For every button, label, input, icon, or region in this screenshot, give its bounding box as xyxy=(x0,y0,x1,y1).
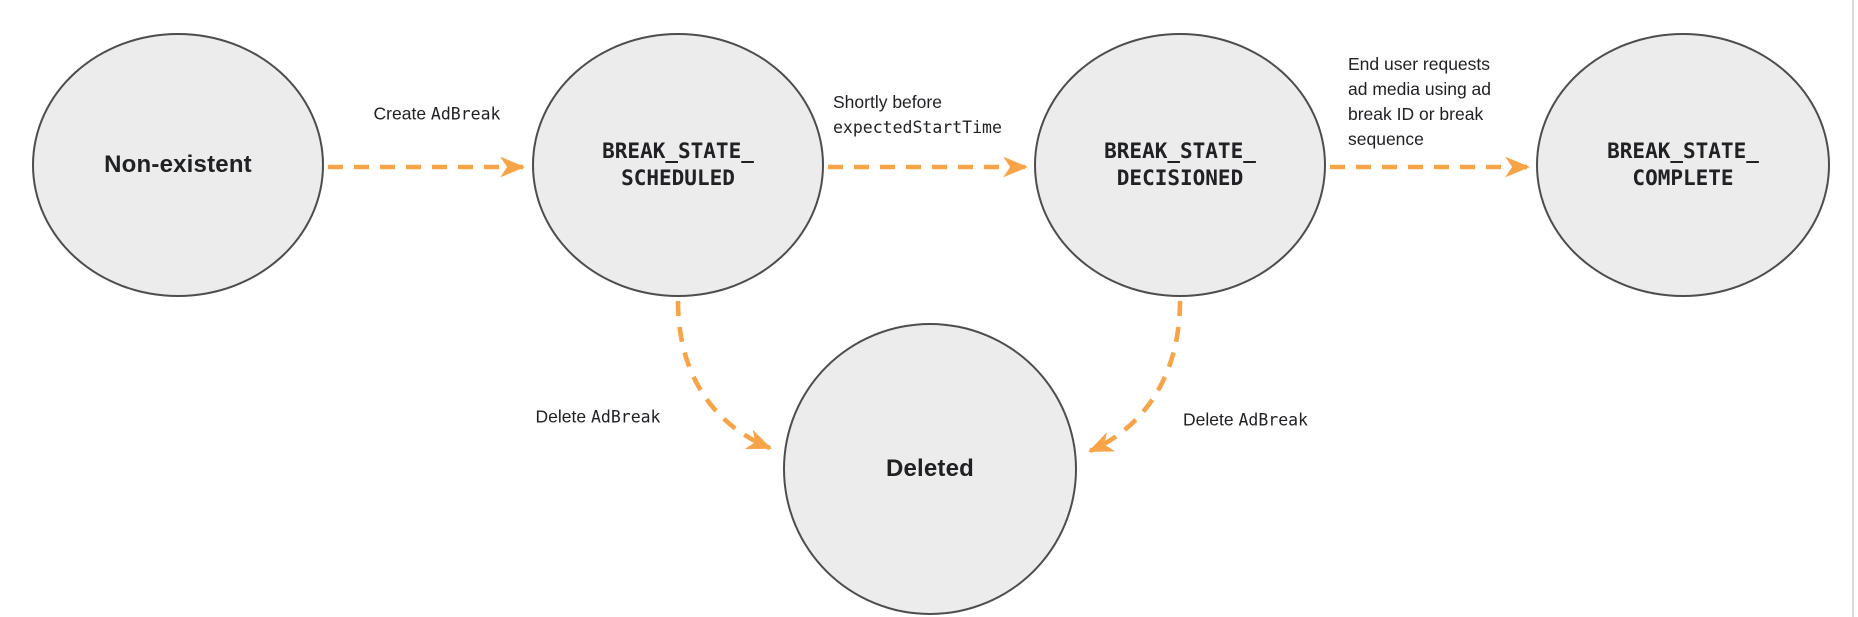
state-node-label: Non-existent xyxy=(104,151,252,178)
edge-label-delete-adbreak-from-decisioned: Delete AdBreak xyxy=(1183,408,1308,433)
transition-arrow-delete-adbreak-from-scheduled xyxy=(675,300,772,451)
edge-label-text-line: break ID or break xyxy=(1348,104,1484,124)
edge-label-create-adbreak: Create AdBreak xyxy=(374,102,501,127)
edge-label-text: Shortly before xyxy=(833,92,942,112)
state-node-label-line: BREAK_STATE_ xyxy=(602,139,754,163)
state-node-label-line: DECISIONED xyxy=(1116,166,1244,190)
edge-label-delete-adbreak-from-scheduled: Delete AdBreak xyxy=(536,405,661,430)
state-node-label: Deleted xyxy=(885,455,975,482)
edge-label-text-line: ad media using ad xyxy=(1348,79,1492,99)
page-right-edge-line xyxy=(1852,0,1854,617)
edge-label-code-text: AdBreak xyxy=(1238,410,1308,430)
state-node-non-existent: Non-existent xyxy=(32,33,324,297)
state-node-break-state-decisioned: BREAK_STATE_ DECISIONED xyxy=(1034,33,1326,297)
edge-label-text: Delete xyxy=(535,406,591,427)
edge-label-code-text: AdBreak xyxy=(430,104,501,124)
transition-arrow-delete-adbreak-from-decisioned xyxy=(1088,300,1183,454)
edge-label-end-user-requests-ad-media: End user requests ad media using ad brea… xyxy=(1348,52,1491,152)
state-node-label-line: BREAK_STATE_ xyxy=(1607,139,1759,163)
edge-label-code-text: AdBreak xyxy=(590,407,661,427)
state-node-label-line: COMPLETE xyxy=(1632,166,1734,190)
state-node-deleted: Deleted xyxy=(783,323,1077,615)
state-node-label-line: SCHEDULED xyxy=(621,166,735,190)
edge-label-text: Create xyxy=(373,103,431,124)
state-node-label-line: BREAK_STATE_ xyxy=(1104,139,1256,163)
state-node-break-state-scheduled: BREAK_STATE_ SCHEDULED xyxy=(532,33,824,297)
edge-label-text-line: End user requests xyxy=(1348,54,1491,74)
state-node-break-state-complete: BREAK_STATE_ COMPLETE xyxy=(1536,33,1830,297)
edge-label-text-line: sequence xyxy=(1348,129,1424,149)
edge-label-code-text: expectedStartTime xyxy=(833,118,1002,137)
edge-label-shortly-before-expected-start-time: Shortly before expectedStartTime xyxy=(833,90,1002,140)
edge-label-text: Delete xyxy=(1183,409,1239,430)
